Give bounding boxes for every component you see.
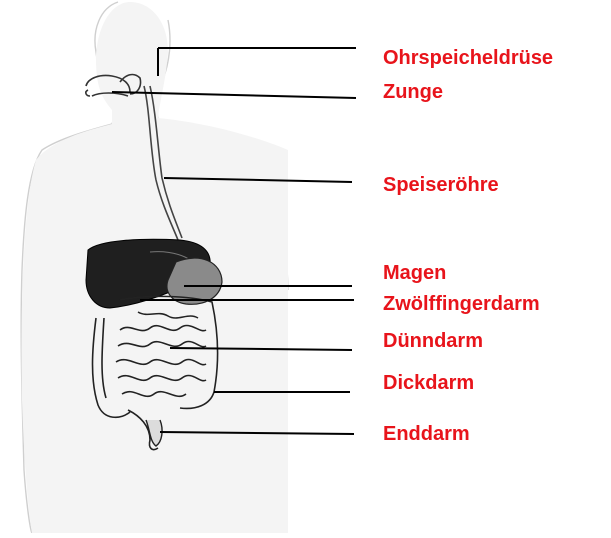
label-zwoelffingerdarm: Zwölffingerdarm <box>383 293 540 315</box>
label-speiseroehre: Speiseröhre <box>383 174 499 196</box>
label-enddarm: Enddarm <box>383 423 470 445</box>
label-ohrspeicheldruese: Ohrspeicheldrüse <box>383 47 553 69</box>
label-zunge: Zunge <box>383 81 443 103</box>
label-duenndarm: Dünndarm <box>383 330 483 352</box>
label-magen: Magen <box>383 262 446 284</box>
label-dickdarm: Dickdarm <box>383 372 474 394</box>
